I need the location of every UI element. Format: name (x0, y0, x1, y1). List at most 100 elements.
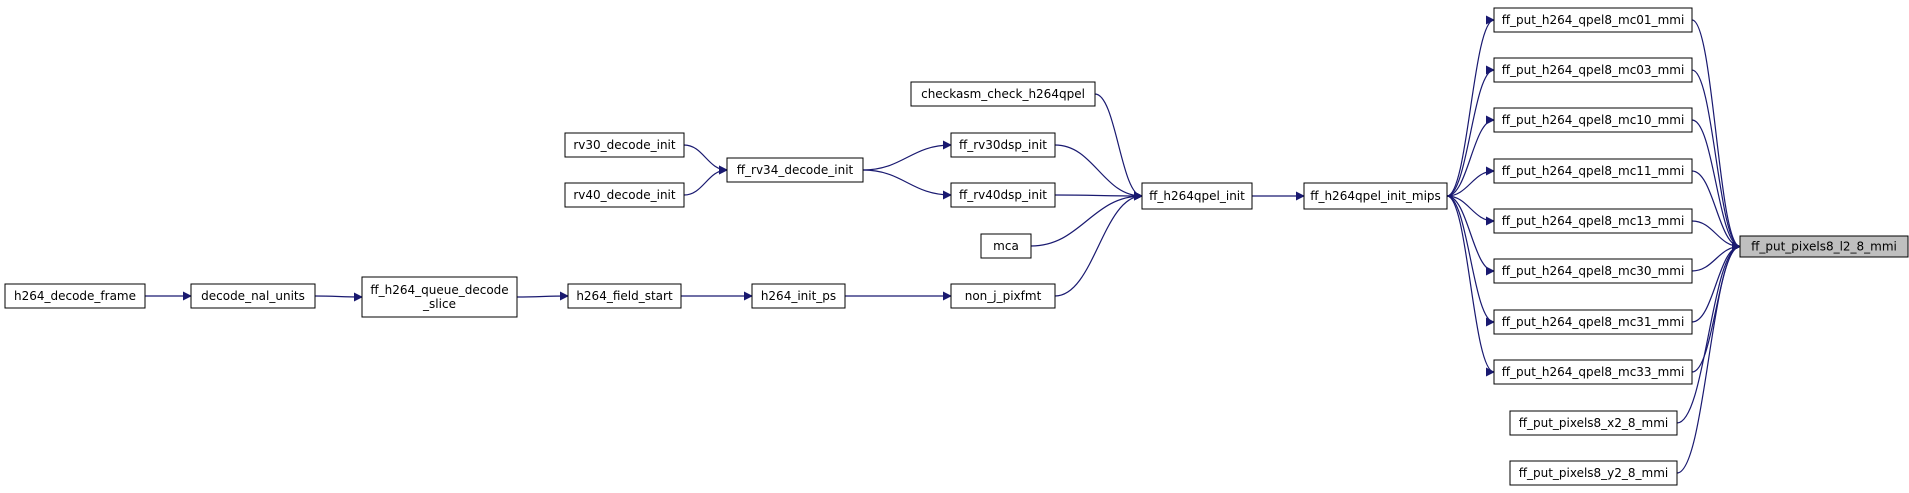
node-mc10[interactable]: ff_put_h264_qpel8_mc10_mmi (1493, 107, 1693, 133)
node-checkasm[interactable]: checkasm_check_h264qpel (910, 81, 1096, 107)
node-box (1493, 158, 1693, 184)
node-rv40dsp[interactable]: ff_rv40dsp_init (950, 182, 1056, 208)
node-queue-decode[interactable]: ff_h264_queue_decode_slice (361, 276, 518, 318)
edges-layer (145, 15, 1741, 474)
edge-rv34-to-rv30dsp (862, 140, 952, 171)
node-ff-put-pixels8-l2-8-mmi[interactable]: ff_put_pixels8_l2_8_mmi (1739, 235, 1909, 258)
edge-non-j-to-qpel-init (1054, 191, 1143, 297)
node-box (980, 233, 1032, 259)
edge-line (862, 140, 952, 171)
node-box (1509, 460, 1678, 486)
node-init-ps[interactable]: h264_init_ps (751, 283, 846, 309)
edge-decode-nal-to-queue-decode (314, 292, 363, 302)
node-label-line: rv30_decode_init (573, 138, 676, 152)
node-label: rv40_decode_init (573, 188, 676, 202)
edge-init-mips-to-mc30 (1446, 195, 1495, 276)
node-rv34[interactable]: ff_rv34_decode_init (726, 157, 864, 183)
node-label: ff_put_pixels8_x2_8_mmi (1519, 416, 1669, 430)
node-box (1493, 359, 1693, 385)
edge-line (1676, 242, 1741, 424)
node-label-line: ff_rv30dsp_init (959, 138, 1047, 152)
node-box (4, 283, 146, 309)
node-qpel-init[interactable]: ff_h264qpel_init (1141, 182, 1253, 210)
edge-mca-to-qpel-init (1030, 191, 1143, 247)
edge-line (862, 169, 952, 200)
node-label-line: h264_decode_frame (14, 289, 136, 303)
node-label: ff_put_pixels8_y2_8_mmi (1519, 466, 1669, 480)
node-rv30-decode[interactable]: rv30_decode_init (564, 132, 685, 158)
edge-rv40dsp-to-qpel-init (1054, 191, 1143, 201)
node-box (1493, 258, 1693, 284)
node-label: ff_put_h264_qpel8_mc03_mmi (1502, 63, 1685, 77)
node-box (361, 276, 518, 318)
node-non-j[interactable]: non_j_pixfmt (950, 283, 1056, 309)
node-label-line: ff_rv40dsp_init (959, 188, 1047, 202)
edge-line (1094, 93, 1143, 201)
node-box (950, 283, 1056, 309)
node-label: non_j_pixfmt (965, 289, 1042, 303)
edge-init-mips-to-mc01 (1446, 15, 1495, 197)
node-rv40-decode[interactable]: rv40_decode_init (564, 182, 685, 208)
node-label-line: ff_h264qpel_init_mips (1310, 189, 1441, 203)
edge-line (683, 144, 728, 175)
node-label-line: rv40_decode_init (573, 188, 676, 202)
edge-line (1054, 191, 1143, 297)
node-label-line: ff_put_pixels8_l2_8_mmi (1751, 240, 1897, 254)
node-mc31[interactable]: ff_put_h264_qpel8_mc31_mmi (1493, 309, 1693, 335)
node-box (1493, 57, 1693, 83)
edge-line (1446, 195, 1495, 327)
node-decode-nal[interactable]: decode_nal_units (190, 283, 316, 309)
node-label: h264_field_start (576, 289, 673, 303)
node-decode-frame[interactable]: h264_decode_frame (4, 283, 146, 309)
edge-line (314, 292, 363, 302)
node-box (726, 157, 864, 183)
node-label: ff_h264qpel_init_mips (1310, 189, 1441, 203)
node-mc13[interactable]: ff_put_h264_qpel8_mc13_mmi (1493, 208, 1693, 234)
node-init-mips[interactable]: ff_h264qpel_init_mips (1303, 182, 1448, 210)
node-box (1493, 7, 1693, 33)
node-label: h264_decode_frame (14, 289, 136, 303)
edge-mc03-to-ff-put-pixels8-l2-8-mmi (1691, 69, 1741, 251)
node-box (1141, 182, 1253, 210)
node-label-line: ff_rv34_decode_init (737, 163, 854, 177)
node-label-line: non_j_pixfmt (965, 289, 1042, 303)
node-label: ff_put_h264_qpel8_mc13_mmi (1502, 214, 1685, 228)
node-mc01[interactable]: ff_put_h264_qpel8_mc01_mmi (1493, 7, 1693, 33)
node-mc33[interactable]: ff_put_h264_qpel8_mc33_mmi (1493, 359, 1693, 385)
node-field-start[interactable]: h264_field_start (567, 283, 682, 309)
node-label-line: ff_put_h264_qpel8_mc13_mmi (1502, 214, 1685, 228)
edge-line (1054, 144, 1143, 201)
node-box (950, 182, 1056, 208)
node-label-line: ff_put_h264_qpel8_mc01_mmi (1502, 13, 1685, 27)
node-label-line: checkasm_check_h264qpel (921, 87, 1085, 101)
node-label: ff_put_h264_qpel8_mc33_mmi (1502, 365, 1685, 379)
node-box (564, 132, 685, 158)
node-box (567, 283, 682, 309)
node-label-line: ff_h264_queue_decode (370, 283, 508, 297)
node-y2[interactable]: ff_put_pixels8_y2_8_mmi (1509, 460, 1678, 486)
node-label: checkasm_check_h264qpel (921, 87, 1085, 101)
node-box (1303, 182, 1448, 210)
nodes-layer: ff_put_pixels8_l2_8_mmi ff_put_h264_qpel8… (4, 7, 1909, 486)
node-mc30[interactable]: ff_put_h264_qpel8_mc30_mmi (1493, 258, 1693, 284)
node-label: ff_put_pixels8_l2_8_mmi (1751, 240, 1897, 254)
node-label: ff_put_h264_qpel8_mc10_mmi (1502, 113, 1685, 127)
node-label-line: ff_h264qpel_init (1149, 189, 1245, 203)
node-rv30dsp[interactable]: ff_rv30dsp_init (950, 132, 1056, 158)
node-x2[interactable]: ff_put_pixels8_x2_8_mmi (1509, 410, 1678, 436)
node-box (910, 81, 1096, 107)
edge-line (683, 165, 728, 196)
node-label: ff_put_h264_qpel8_mc11_mmi (1502, 164, 1685, 178)
node-mc11[interactable]: ff_put_h264_qpel8_mc11_mmi (1493, 158, 1693, 184)
node-label-line: ff_put_h264_qpel8_mc33_mmi (1502, 365, 1685, 379)
edge-mc33-to-ff-put-pixels8-l2-8-mmi (1691, 242, 1741, 373)
node-label-line: h264_field_start (576, 289, 673, 303)
node-mca[interactable]: mca (980, 233, 1032, 259)
node-mc03[interactable]: ff_put_h264_qpel8_mc03_mmi (1493, 57, 1693, 83)
edge-y2-to-ff-put-pixels8-l2-8-mmi (1676, 242, 1741, 474)
edge-init-mips-to-mc33 (1446, 195, 1495, 377)
node-label: ff_put_h264_qpel8_mc30_mmi (1502, 264, 1685, 278)
edge-line (1691, 69, 1741, 251)
edge-queue-decode-to-field-start (516, 291, 569, 301)
